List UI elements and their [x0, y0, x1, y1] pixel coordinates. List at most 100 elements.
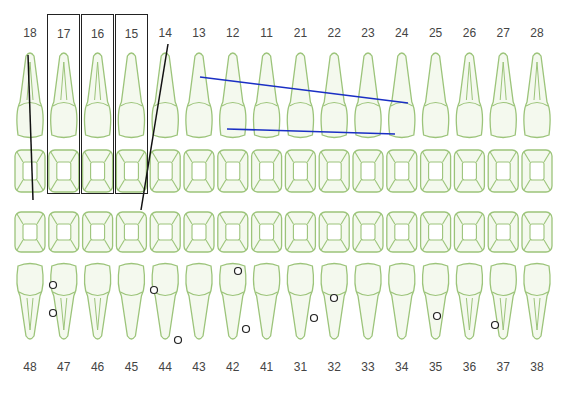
occlusal-ridge [17, 240, 23, 250]
missing-mark [141, 44, 168, 210]
enamel-line [458, 292, 480, 296]
occlusal-surface [319, 212, 349, 252]
tooth-number: 16 [82, 26, 113, 42]
upper-tooth [287, 53, 313, 138]
occlusal-ridge [524, 152, 530, 162]
occlusal-ridge [544, 214, 550, 224]
occlusal-surface [454, 212, 484, 252]
enamel-line [222, 292, 244, 296]
upper-tooth [118, 53, 144, 138]
occlusal-centre [226, 162, 240, 180]
occlusal-ridge [138, 214, 144, 224]
occlusal-ridge [186, 214, 192, 224]
occlusal-ridge [476, 180, 482, 190]
occlusal-ridge [71, 214, 77, 224]
occlusal-surface [184, 212, 214, 252]
finding-dot [151, 287, 158, 294]
enamel-line [87, 103, 109, 107]
occlusal-ridge [456, 180, 462, 190]
occlusal-surface [353, 150, 383, 192]
occlusal-ridge [443, 180, 449, 190]
occlusal-centre [57, 162, 71, 180]
tooth-number: 27 [481, 25, 525, 41]
occlusal-surface [83, 150, 113, 192]
lower-tooth [220, 264, 246, 340]
occlusal-ridge [307, 152, 313, 162]
enamel-line [120, 103, 142, 107]
enamel-line [425, 103, 447, 107]
occlusal-ridge [476, 240, 482, 250]
occlusal-ridge [17, 152, 23, 162]
occlusal-centre [327, 224, 341, 240]
occlusal-ridge [423, 214, 429, 224]
finding-dot [331, 295, 338, 302]
tooth-number: 17 [48, 26, 79, 42]
finding-dot [311, 315, 318, 322]
occlusal-ridge [118, 180, 124, 190]
tooth-number: 18 [8, 25, 52, 41]
upper-tooth [490, 53, 516, 138]
occlusal-surface [522, 150, 552, 192]
occlusal-ridge [423, 240, 429, 250]
enamel-line [492, 103, 514, 107]
tooth-number: 45 [109, 359, 153, 375]
enamel-line [492, 292, 514, 296]
lower-tooth [490, 264, 516, 340]
tooth-number: 23 [346, 25, 390, 41]
occlusal-centre [192, 162, 206, 180]
occlusal-ridge [105, 214, 111, 224]
tooth-number: 28 [515, 25, 559, 41]
occlusal-surface [454, 150, 484, 192]
occlusal-ridge [287, 152, 293, 162]
occlusal-ridge [423, 180, 429, 190]
occlusal-ridge [51, 214, 57, 224]
occlusal-ridge [274, 180, 280, 190]
occlusal-ridge [307, 240, 313, 250]
occlusal-centre [496, 224, 510, 240]
occlusal-centre [293, 162, 307, 180]
occlusal-ridge [152, 214, 158, 224]
occlusal-ridge [321, 152, 327, 162]
occlusal-centre [462, 224, 476, 240]
tooth-number: 12 [211, 25, 255, 41]
upper-tooth [186, 53, 212, 138]
occlusal-centre [395, 162, 409, 180]
occlusal-ridge [490, 240, 496, 250]
tooth-number: 11 [245, 25, 289, 41]
occlusal-ridge [37, 180, 43, 190]
occlusal-ridge [355, 180, 361, 190]
occlusal-ridge [544, 152, 550, 162]
root-split [95, 298, 101, 330]
occlusal-centre [361, 224, 375, 240]
occlusal-ridge [138, 180, 144, 190]
occlusal-ridge [186, 240, 192, 250]
occlusal-ridge [544, 240, 550, 250]
finding-dot [175, 337, 182, 344]
tooth-number: 24 [380, 25, 424, 41]
tooth-number: 36 [447, 359, 491, 375]
tooth-number: 33 [346, 359, 390, 375]
tooth-number: 26 [447, 25, 491, 41]
occlusal-ridge [355, 240, 361, 250]
occlusal-surface [218, 150, 248, 192]
occlusal-ridge [510, 240, 516, 250]
occlusal-ridge [152, 180, 158, 190]
enamel-line [87, 292, 109, 296]
occlusal-ridge [409, 240, 415, 250]
upper-tooth [51, 53, 77, 138]
occlusal-ridge [389, 214, 395, 224]
occlusal-surface [252, 150, 282, 192]
occlusal-ridge [254, 180, 260, 190]
occlusal-ridge [206, 180, 212, 190]
tooth-number: 38 [515, 359, 559, 375]
occlusal-ridge [220, 152, 226, 162]
occlusal-ridge [355, 152, 361, 162]
tooth-number: 13 [177, 25, 221, 41]
occlusal-centre [91, 162, 105, 180]
occlusal-ridge [443, 240, 449, 250]
occlusal-ridge [544, 180, 550, 190]
occlusal-centre [462, 162, 476, 180]
tooth-box: 17 [47, 14, 80, 194]
occlusal-centre [530, 224, 544, 240]
occlusal-ridge [443, 152, 449, 162]
